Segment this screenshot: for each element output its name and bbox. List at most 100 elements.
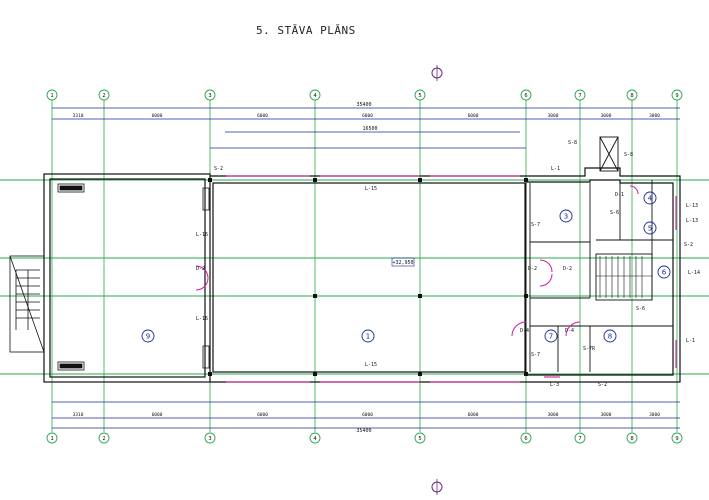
bottom-axis-label-8: 8 — [630, 436, 633, 442]
top-axis-label-9: 9 — [675, 93, 678, 99]
top-axis-label-4: 4 — [313, 93, 317, 99]
bottom-bubble-1 — [46, 432, 58, 444]
wall-label-s7-b: S-7 — [531, 352, 540, 358]
bottom-bubble-2 — [98, 432, 110, 444]
bottom-dim-8: 3000 — [649, 412, 660, 418]
column-9 — [524, 372, 528, 376]
column-5 — [313, 372, 317, 376]
room-tag-5: 5 — [648, 225, 652, 233]
wall-label-s8-a: S-8 — [568, 140, 577, 146]
wall-label-d2-a: D-2 — [528, 266, 537, 272]
column-8 — [524, 294, 528, 298]
section-marker-top — [431, 65, 443, 81]
wall-label-l15-bottom: L-15 — [365, 362, 377, 368]
wall-label-l13-b: L-13 — [686, 218, 698, 224]
bottom-dim-6: 3000 — [548, 412, 559, 418]
column-7 — [524, 178, 528, 182]
room-tag-4: 4 — [648, 195, 653, 203]
top-bubble-6 — [520, 89, 532, 101]
top-axis-label-1: 1 — [50, 93, 53, 99]
room-tag-circle-7 — [544, 329, 558, 343]
column-4 — [418, 294, 422, 298]
top-dim-5: 6000 — [468, 113, 479, 119]
bottom-axis-label-7: 7 — [578, 436, 581, 442]
top-axis-label-3: 3 — [208, 93, 211, 99]
overall-dimension-top: 35400 — [356, 102, 371, 108]
wall-label-s6-a: S-6 — [610, 210, 619, 216]
top-bubble-3 — [204, 89, 216, 101]
bottom-axis-label-2: 2 — [102, 436, 105, 442]
bottom-bubble-8 — [626, 432, 638, 444]
columns — [208, 178, 528, 376]
glazing-partition — [202, 187, 210, 369]
top-bubble-5 — [414, 89, 426, 101]
wall-label-s6-b: S-6 — [636, 306, 645, 312]
top-bubble-8 — [626, 89, 638, 101]
bottom-dim-7: 3000 — [601, 412, 612, 418]
room-tag-circle-4 — [643, 191, 657, 205]
bottom-dim-5: 6000 — [468, 412, 479, 418]
external-stair — [9, 255, 45, 353]
top-dim-7: 3000 — [601, 113, 612, 119]
wall-label-l16-a: L-16 — [196, 232, 208, 238]
top-axis-label-6: 6 — [524, 93, 527, 99]
room-tag-circle-9 — [141, 329, 155, 343]
bottom-axis-label-1: 1 — [50, 436, 53, 442]
column-1 — [313, 178, 317, 182]
room-tag-1: 1 — [366, 333, 370, 341]
room-tag-8: 8 — [608, 333, 612, 341]
door-swings — [195, 185, 639, 337]
room-tag-3: 3 — [564, 213, 568, 221]
wall-label-s2-bottom: S-2 — [598, 382, 607, 388]
bottom-axis-label-9: 9 — [675, 436, 678, 442]
wall-label-l14: L-14 — [688, 270, 700, 276]
bottom-bubble-9 — [671, 432, 683, 444]
wall-label-l13-a: L-13 — [686, 203, 698, 209]
bottom-axis-label-6: 6 — [524, 436, 527, 442]
room-tag-9: 9 — [146, 333, 150, 341]
stair-core — [596, 256, 652, 298]
wall-label-d2-b: D-2 — [563, 266, 572, 272]
level-mark-text: +32,950 — [392, 260, 413, 266]
skylights — [57, 183, 85, 371]
wall-label-s7r: S-7R — [583, 346, 596, 352]
top-dim-4: 6000 — [362, 113, 373, 119]
top-axis-label-5: 5 — [418, 93, 421, 99]
wall-label-s2-top: S-2 — [214, 166, 223, 172]
bottom-axis-label-4: 4 — [313, 436, 317, 442]
top-dim-1: 3310 — [73, 113, 84, 119]
wall-label-l3: L-3 — [550, 382, 559, 388]
span-dimension: 16500 — [362, 126, 377, 132]
section-marker-bottom — [431, 479, 443, 495]
bottom-dim-3: 6000 — [257, 412, 268, 418]
interior-walls — [525, 136, 673, 372]
wall-label-s2-right: S-2 — [684, 242, 693, 248]
top-axis-label-8: 8 — [630, 93, 633, 99]
dimension-lines-top — [52, 107, 680, 149]
wall-label-d1: D-1 — [615, 192, 624, 198]
column-6 — [418, 372, 422, 376]
wall-label-l16-b: L-16 — [196, 316, 208, 322]
bottom-bubble-4 — [309, 432, 321, 444]
top-axis-label-7: 7 — [578, 93, 581, 99]
column-2 — [418, 178, 422, 182]
wall-label-l15-top: L-15 — [365, 186, 377, 192]
wall-labels: S-2 L-15 L-15 L-16 L-16 D-2 S-7 S-7 L-1 … — [196, 140, 700, 388]
bottom-dim-1: 3310 — [73, 412, 84, 418]
wall-label-s7-a: S-7 — [531, 222, 540, 228]
top-dim-2: 6000 — [152, 113, 163, 119]
wall-label-d2-left: D-2 — [196, 266, 205, 272]
room-tag-circle-3 — [559, 209, 573, 223]
bottom-axis-label-3: 3 — [208, 436, 211, 442]
window-frames — [226, 175, 677, 383]
bottom-bubble-3 — [204, 432, 216, 444]
room-tag-7: 7 — [549, 333, 553, 341]
overall-dimension-bottom: 35400 — [356, 428, 371, 434]
top-dim-6: 3000 — [548, 113, 559, 119]
wall-label-l1-right: L-1 — [686, 338, 695, 344]
top-dim-3: 6000 — [257, 113, 268, 119]
